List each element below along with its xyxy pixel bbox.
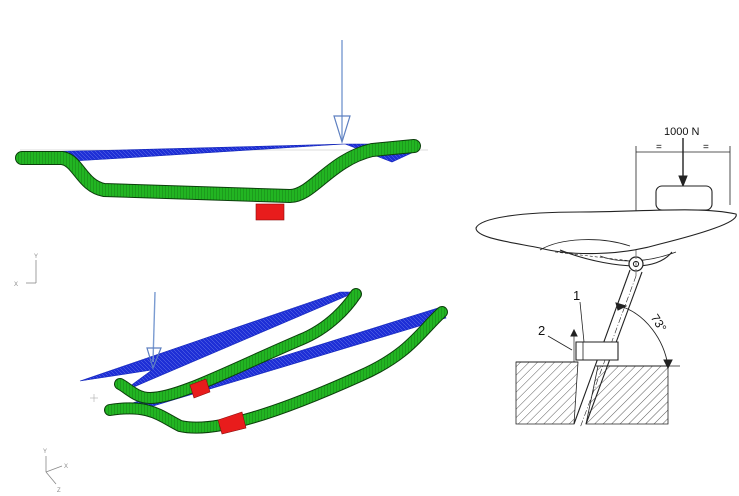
equal-mark-left: = bbox=[656, 142, 662, 153]
load-label: 1000 N bbox=[664, 126, 700, 138]
callout-1-label: 1 bbox=[573, 288, 580, 303]
clamp-block bbox=[255, 203, 285, 221]
angle-arc bbox=[619, 305, 669, 367]
seatpost-collar bbox=[575, 341, 619, 361]
clamp-block-upper bbox=[189, 378, 211, 399]
load-arrow-head bbox=[333, 115, 351, 145]
clamp-block-lower bbox=[217, 411, 247, 435]
load-arrow-iso-shaft bbox=[152, 291, 156, 363]
triad-bottom-x-label: X bbox=[64, 464, 68, 470]
load-arrow-iso-head bbox=[146, 347, 162, 370]
callout-2-label: 2 bbox=[538, 323, 545, 338]
triad-top-y-label: Y bbox=[34, 254, 38, 260]
load-arrow-drawing-head bbox=[678, 175, 688, 188]
triad-top-x-label: X bbox=[14, 282, 18, 288]
callout-2-leader bbox=[547, 335, 573, 351]
saddle-rail-mesh-fill bbox=[16, 140, 420, 203]
coordinate-triad-bottom: Y X Z bbox=[43, 449, 68, 494]
coordinate-triad-top: Y X bbox=[14, 254, 38, 288]
equal-mark-right: = bbox=[703, 142, 709, 153]
fixture-block-right bbox=[585, 365, 669, 425]
fixture-block-left bbox=[515, 361, 579, 425]
saddle-shell-outline bbox=[475, 209, 737, 255]
fe-model-iso-view bbox=[79, 288, 448, 435]
callout-1-leader bbox=[579, 301, 585, 343]
triad-bottom-z-label: Z bbox=[57, 488, 61, 494]
test-setup-drawing bbox=[475, 138, 737, 429]
load-pad bbox=[655, 185, 713, 211]
saddle-shell-web-upper bbox=[79, 291, 357, 393]
angle-label: 73° bbox=[648, 312, 670, 335]
fe-model-side-view bbox=[15, 40, 428, 221]
triad-bottom-y-label: Y bbox=[43, 449, 47, 455]
